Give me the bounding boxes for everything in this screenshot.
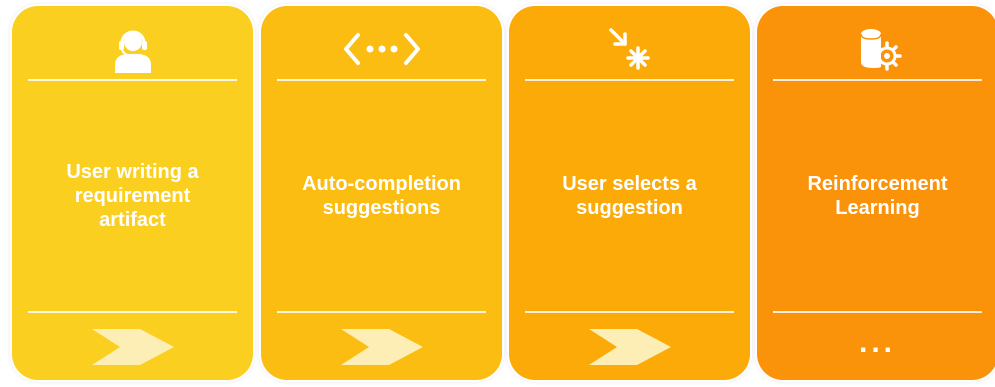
- headset-user-icon: [114, 30, 151, 73]
- cursor-click-icon: [608, 28, 650, 70]
- ellipsis-indicator: ...: [858, 326, 896, 359]
- arrow-right-icon: [588, 329, 671, 365]
- step-label: Auto-completion suggestions: [302, 173, 461, 219]
- step-card-auto-completion: Auto-completion suggestions: [261, 6, 502, 380]
- step-footer: [509, 314, 750, 380]
- code-ellipsis-icon: [343, 33, 420, 65]
- step-footer: [261, 314, 502, 380]
- step-label: User selects a suggestion: [562, 173, 697, 219]
- step-label: User writing a requirement artifact: [66, 161, 199, 231]
- top-divider: [277, 79, 486, 81]
- step-icon-container: [757, 18, 995, 80]
- bottom-divider: [28, 311, 237, 313]
- step-card-user-writing: User writing a requirement artifact: [12, 6, 253, 380]
- step-footer: ...: [757, 314, 995, 380]
- step-label: Reinforcement Learning: [807, 173, 948, 219]
- step-icon-container: [261, 18, 502, 80]
- bottom-divider: [773, 311, 982, 313]
- step-footer: [12, 314, 253, 380]
- top-divider: [525, 79, 734, 81]
- arrow-right-icon: [340, 329, 423, 365]
- step-card-user-selects: User selects a suggestion: [509, 6, 750, 380]
- step-card-reinforcement-learning: Reinforcement Learning ...: [757, 6, 995, 380]
- arrow-right-icon: [91, 329, 174, 365]
- bottom-divider: [525, 311, 734, 313]
- top-divider: [28, 79, 237, 81]
- database-gear-icon: [859, 29, 902, 71]
- step-icon-container: [509, 18, 750, 80]
- top-divider: [773, 79, 982, 81]
- step-icon-container: [12, 18, 253, 80]
- bottom-divider: [277, 311, 486, 313]
